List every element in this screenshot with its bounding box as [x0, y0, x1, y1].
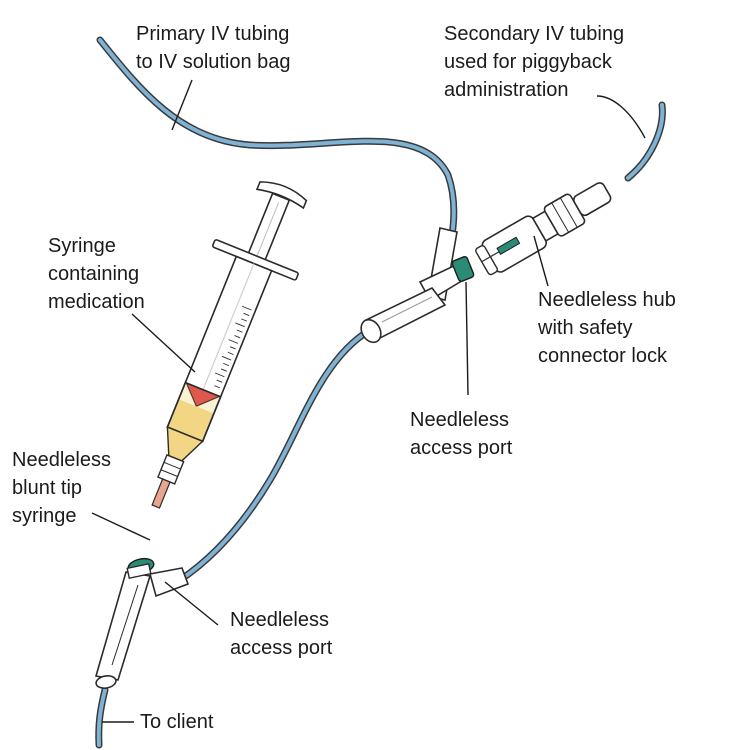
- leader-access-port-lower: [164, 581, 219, 626]
- leader-access-port-upper: [465, 281, 469, 396]
- leader-syringe: [131, 313, 196, 373]
- secondary-tubing: [624, 101, 666, 182]
- label-syringe: Syringe containing medication: [48, 235, 145, 313]
- label-access-port-lower: Needleless access port: [230, 609, 333, 659]
- syringe-graduations: [214, 305, 252, 389]
- leader-secondary-tubing: [596, 95, 646, 139]
- label-to-client: To client: [140, 711, 214, 733]
- needleless-hub: [475, 182, 612, 276]
- label-secondary-tubing: Secondary IV tubing used for piggyback a…: [444, 23, 625, 101]
- lower-y-site: [94, 567, 190, 689]
- leader-hub: [533, 235, 549, 287]
- lower-access-port: [126, 557, 155, 580]
- label-blunt-tip: Needleless blunt tip syringe: [12, 449, 111, 527]
- client-tubing: [95, 686, 109, 749]
- label-hub: Needleless hub with safety connector loc…: [538, 289, 676, 367]
- label-access-port-upper: Needleless access port: [410, 409, 513, 459]
- upper-y-site: [360, 227, 472, 344]
- label-primary-tubing: Primary IV tubing to IV solution bag: [136, 23, 291, 73]
- leader-lines: [91, 79, 646, 723]
- upper-access-port: [451, 256, 475, 282]
- primary-tubing: [96, 36, 458, 239]
- syringe: [151, 181, 308, 509]
- leader-blunt-tip: [91, 512, 151, 541]
- main-line-tubing: [176, 326, 374, 584]
- leader-primary-tubing: [171, 79, 193, 131]
